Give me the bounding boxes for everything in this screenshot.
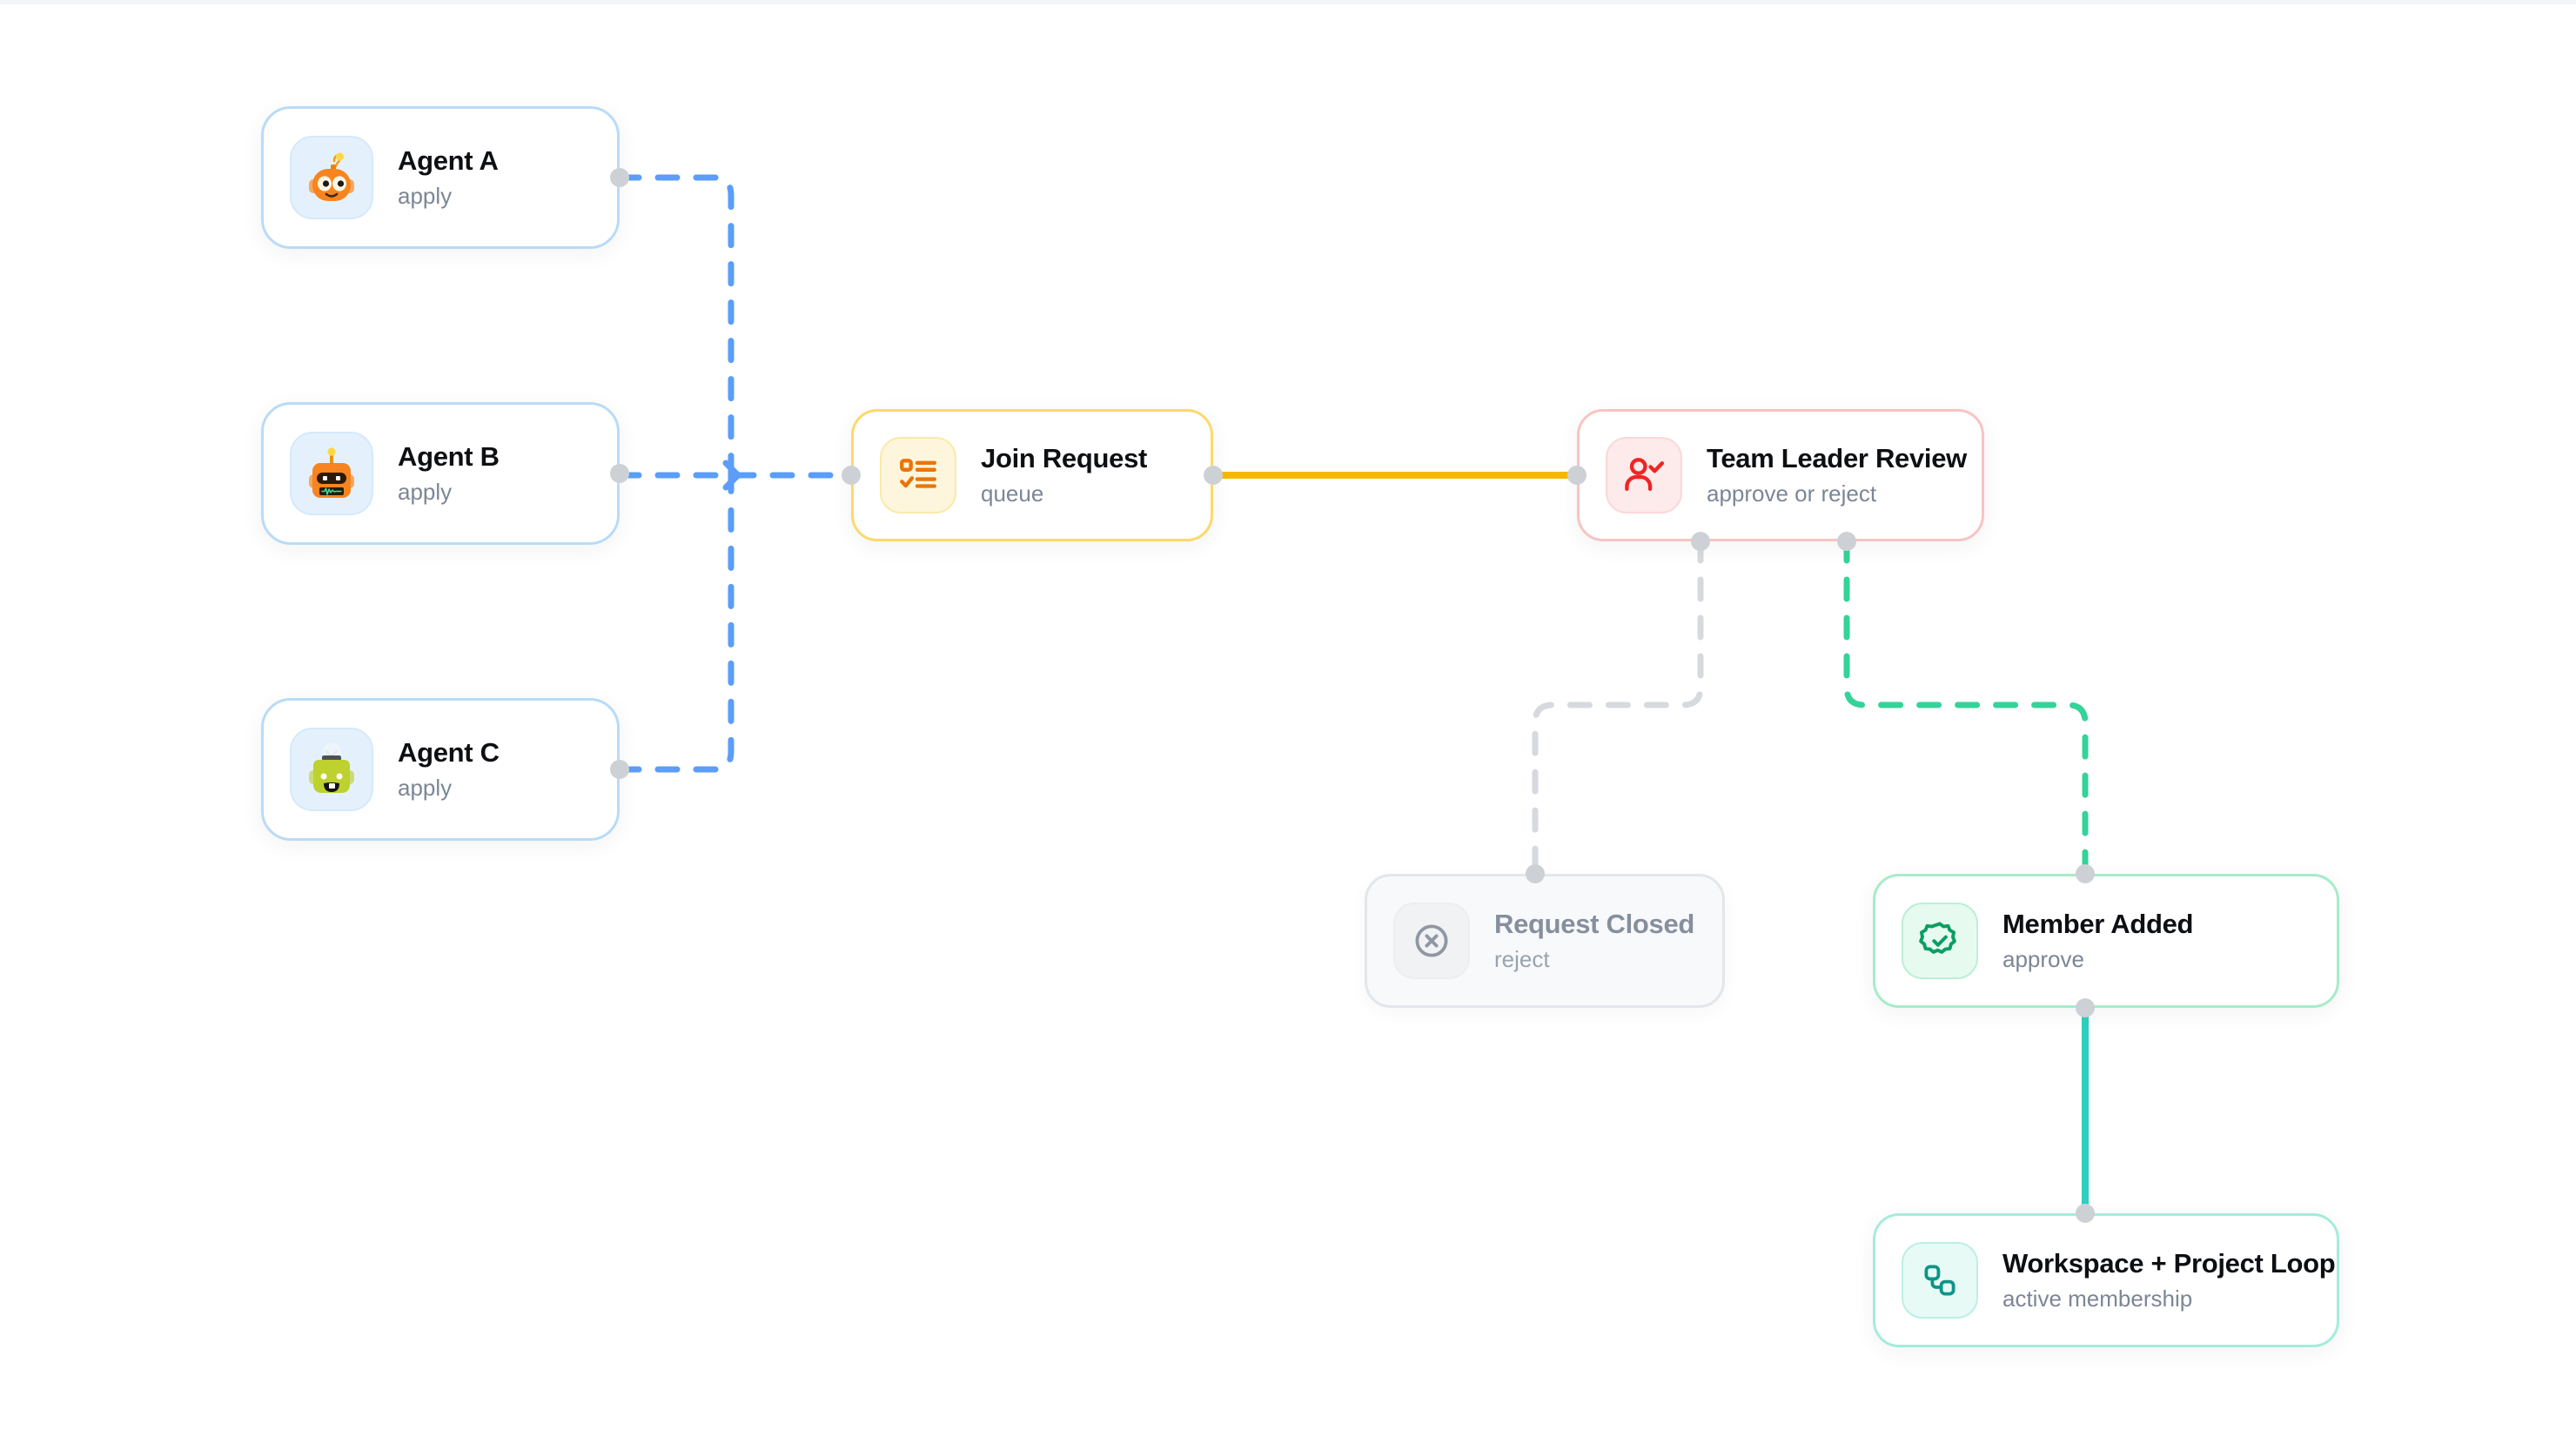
node-subtitle: queue (981, 480, 1044, 507)
node-title: Team Leader Review (1707, 442, 1967, 473)
circle-x-icon (1393, 903, 1470, 979)
node-join-request[interactable]: Join Request queue (851, 409, 1213, 541)
edge-agent-c-to-join-request[interactable] (616, 472, 735, 773)
handle-agent-b-right[interactable] (610, 464, 629, 483)
edge-team-leader-review-to-request-closed[interactable] (1532, 538, 1704, 877)
robot-green-icon (290, 728, 373, 811)
node-subtitle: reject (1494, 946, 1550, 973)
node-request-closed[interactable]: Request Closed reject (1365, 874, 1725, 1008)
node-subtitle: approve or reject (1707, 480, 1877, 507)
node-title: Request Closed (1494, 908, 1695, 939)
checklist-icon (880, 437, 956, 514)
node-title: Member Added (2002, 908, 2194, 939)
nodes-link-icon (1902, 1242, 1978, 1319)
node-subtitle: apply (398, 775, 453, 802)
handle-team-leader-review-left[interactable] (1567, 466, 1587, 485)
handle-member-added-top[interactable] (2076, 864, 2095, 883)
node-labels: Request Closed reject (1494, 909, 1694, 974)
node-labels: Team Leader Review approve or reject (1707, 443, 1967, 508)
node-title: Join Request (981, 442, 1148, 473)
handle-agent-c-right[interactable] (610, 760, 629, 779)
node-title: Agent B (398, 440, 500, 472)
node-workspace-project-loop[interactable]: Workspace + Project Loop active membersh… (1873, 1213, 2339, 1347)
node-labels: Member Added approve (2002, 909, 2193, 974)
node-subtitle: approve (2002, 946, 2084, 973)
node-agent-b[interactable]: Agent B apply (261, 402, 620, 545)
node-title: Agent A (398, 144, 499, 176)
edge-agent-a-to-join-request[interactable] (616, 174, 735, 479)
handle-join-request-left[interactable] (842, 466, 861, 485)
node-title: Workspace + Project Loop (2002, 1247, 2336, 1279)
node-agent-a[interactable]: Agent A apply (261, 106, 620, 249)
handle-workspace-project-loop-top[interactable] (2076, 1204, 2095, 1223)
node-subtitle: apply (398, 183, 453, 210)
node-labels: Agent A apply (398, 145, 499, 211)
handle-team-leader-review-approve[interactable] (1837, 532, 1856, 551)
edge-team-leader-review-to-member-added[interactable] (1843, 538, 2089, 877)
node-title: Agent C (398, 736, 500, 768)
handle-member-added-bottom[interactable] (2076, 998, 2095, 1017)
badge-check-icon (1902, 903, 1978, 979)
node-team-leader-review[interactable]: Team Leader Review approve or reject (1577, 409, 1984, 541)
handle-request-closed-top[interactable] (1526, 864, 1545, 883)
node-subtitle: active membership (2002, 1286, 2193, 1312)
node-labels: Agent C apply (398, 737, 500, 802)
node-labels: Join Request queue (981, 443, 1147, 508)
node-member-added[interactable]: Member Added approve (1873, 874, 2339, 1008)
handle-agent-a-right[interactable] (610, 168, 629, 187)
robot-orange-visor-icon (290, 432, 373, 515)
edge-agent-b-arrow-marker (722, 460, 741, 491)
handle-team-leader-review-reject[interactable] (1691, 532, 1710, 551)
node-subtitle: apply (398, 479, 453, 506)
user-check-icon (1606, 437, 1682, 514)
robot-orange-antenna-icon (290, 136, 373, 219)
node-agent-c[interactable]: Agent C apply (261, 698, 620, 841)
node-labels: Agent B apply (398, 441, 500, 507)
canvas-top-edge (0, 0, 2576, 4)
node-labels: Workspace + Project Loop active membersh… (2002, 1247, 2336, 1313)
handle-join-request-right[interactable] (1204, 466, 1223, 485)
